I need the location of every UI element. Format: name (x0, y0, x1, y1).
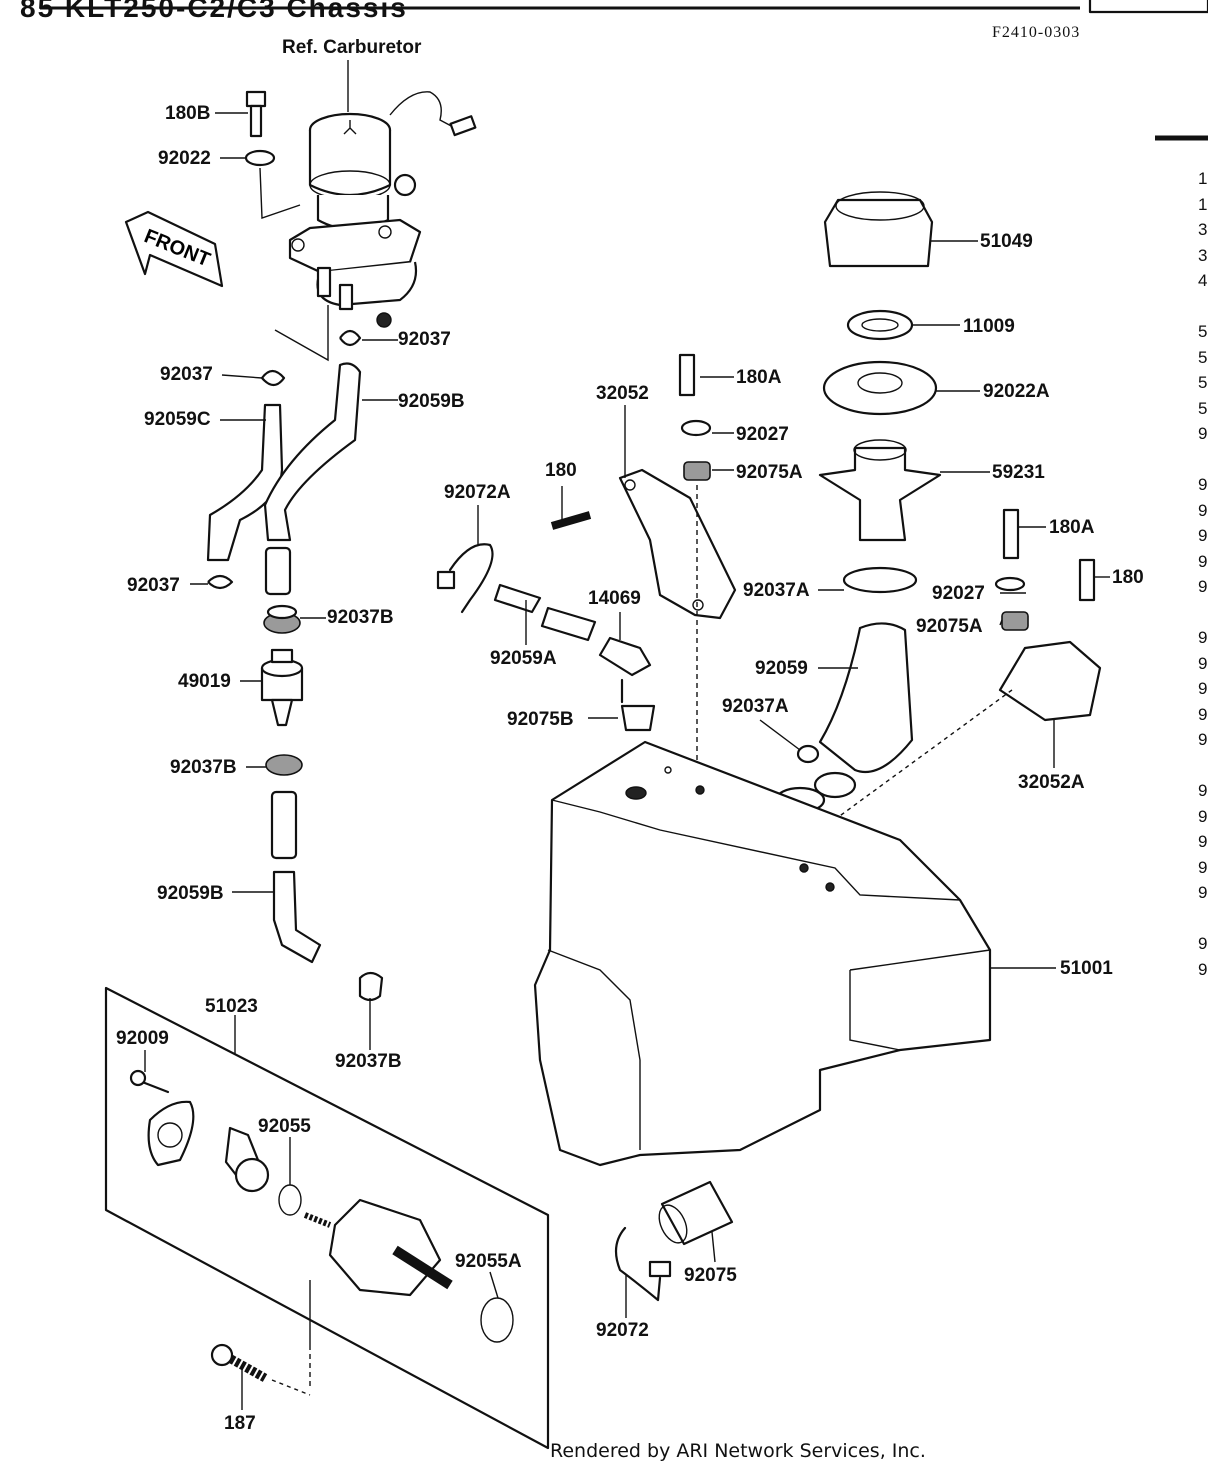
leader-lines (144, 112, 1110, 1410)
part-label-92037a: 92037A (722, 696, 789, 717)
washer-92022 (244, 149, 276, 167)
ref-carburetor-label: Ref. Carburetor (282, 37, 422, 58)
part-label-92022: 92022 (158, 148, 211, 169)
part-label-92037: 92037 (127, 575, 180, 596)
part-label-180: 180 (1112, 567, 1144, 588)
part-label-92072a: 92072A (444, 482, 511, 503)
part-label-92059c: 92059C (144, 409, 211, 430)
part-label-92059a: 92059A (490, 648, 557, 669)
part-label-92072: 92072 (596, 1320, 649, 1341)
part-label-32052: 32052 (596, 383, 649, 404)
part-label-92055: 92055 (258, 1116, 311, 1137)
part-label-92059: 92059 (755, 658, 808, 679)
part-label-51023: 51023 (205, 996, 258, 1017)
part-label-92037a: 92037A (743, 580, 810, 601)
part-label-92037b: 92037B (170, 757, 237, 778)
part-label-51049: 51049 (980, 231, 1033, 252)
part-label-180a: 180A (736, 367, 782, 388)
part-label-92037: 92037 (160, 364, 213, 385)
part-label-92059b: 92059B (157, 883, 224, 904)
part-label-92027: 92027 (736, 424, 789, 445)
part-label-14069: 14069 (588, 588, 641, 609)
part-label-92075a: 92075A (916, 616, 983, 637)
front-arrow-icon: FRONT (124, 210, 224, 288)
figure-code: F2410-0303 (992, 24, 1081, 41)
bolt-180b (245, 90, 267, 138)
part-label-92075a: 92075A (736, 462, 803, 483)
part-label-180: 180 (545, 460, 577, 481)
part-label-92009: 92009 (116, 1028, 169, 1049)
part-label-92027: 92027 (932, 583, 985, 604)
part-label-92055a: 92055A (455, 1251, 522, 1272)
part-label-92075b: 92075B (507, 709, 574, 730)
part-label-92075: 92075 (684, 1265, 737, 1286)
part-label-92037b: 92037B (327, 607, 394, 628)
part-label-92037b: 92037B (335, 1051, 402, 1072)
page-header-title: 85 KLT250-C2/C3 Chassis (20, 0, 408, 23)
fuel-tank-drawing (533, 740, 992, 1167)
petcock-plate-outline (104, 986, 550, 1450)
part-label-92059b: 92059B (398, 391, 465, 412)
part-label-92022a: 92022A (983, 381, 1050, 402)
part-label-51001: 51001 (1060, 958, 1113, 979)
fuel-pump-drawing (288, 91, 477, 328)
part-label-180b: 180B (165, 103, 211, 124)
part-label-92037: 92037 (398, 329, 451, 350)
part-label-187: 187 (224, 1413, 256, 1434)
part-label-11009: 11009 (963, 316, 1015, 337)
part-label-180a: 180A (1049, 517, 1095, 538)
part-label-49019: 49019 (178, 671, 231, 692)
part-label-59231: 59231 (992, 462, 1045, 483)
part-label-32052a: 32052A (1018, 772, 1085, 793)
footer-credit: Rendered by ARI Network Services, Inc. (550, 1440, 926, 1462)
